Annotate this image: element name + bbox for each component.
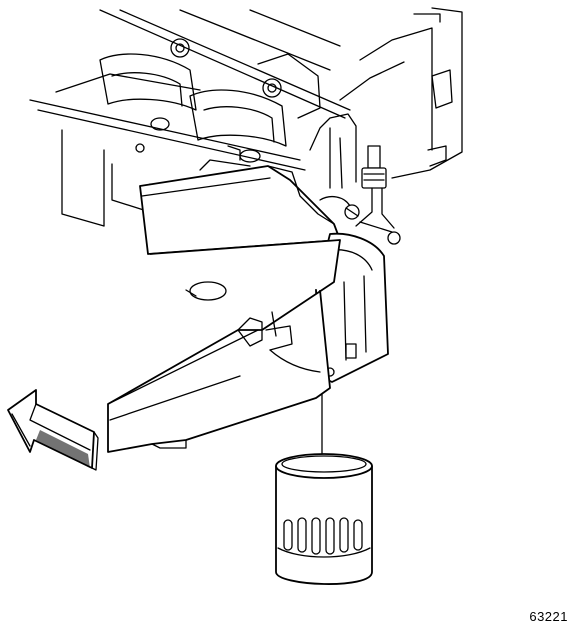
oil-filter <box>275 453 373 585</box>
figure-number: 63221 <box>529 609 568 624</box>
arrow-icon <box>7 389 99 471</box>
engine-block <box>29 7 463 227</box>
oil-pressure-sensor <box>355 145 395 229</box>
oil-pan <box>107 165 401 453</box>
